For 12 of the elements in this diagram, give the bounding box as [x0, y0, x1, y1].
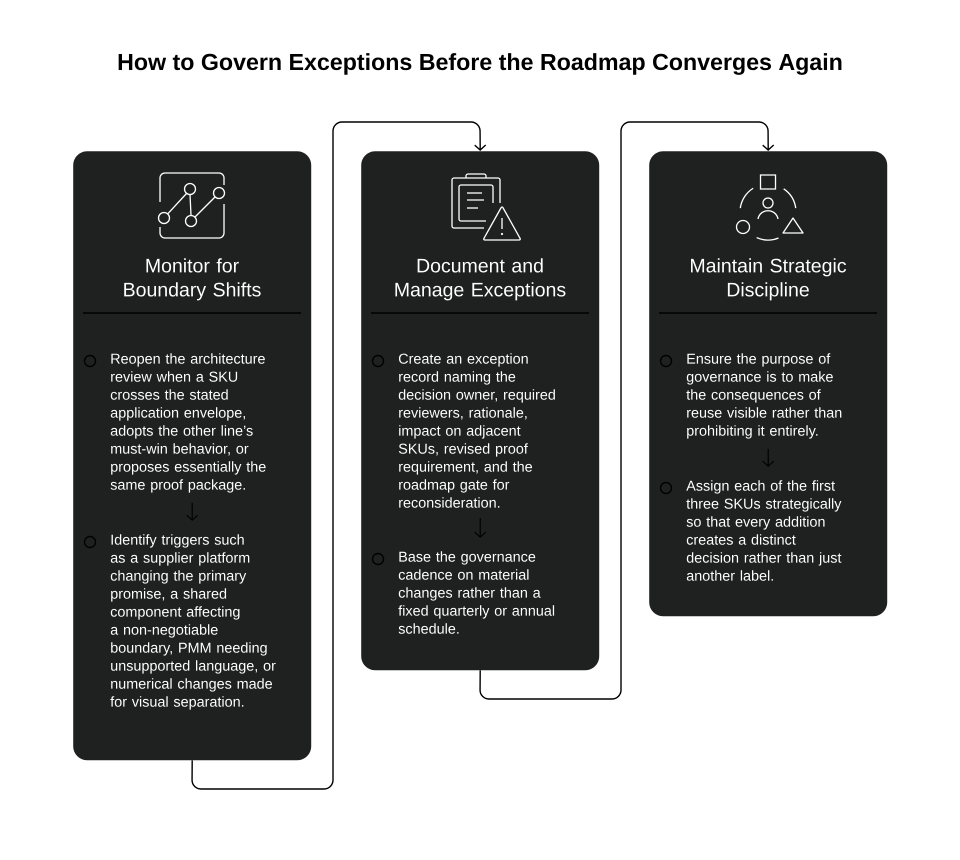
bullet-text: Ensure the purpose of governance is to make the consequences of reuse visible rather than prohibiting it entirely. [686, 353, 842, 439]
arrow [186, 502, 198, 521]
arrow [762, 448, 774, 467]
bullet-text: Base the governance cadence on material changes rather than a fixed quarterly or annual schedule. [398, 551, 554, 634]
bullet-text: Create an exception record naming the decision owner, required reviewers, rationale, impact on adjacent SKUs, revised proof requirement, and the roadmap gate for reconsideration. [398, 353, 555, 508]
title: How to Govern Exceptions Before the Roadmap Converges Again [118, 53, 842, 75]
bullet-text: Identify triggers such as a supplier platform changing the primary promise, a shared component affecting a non-negotiable boundary, PMM needing unsupported language, or numerical changes made for visual separation. [110, 534, 276, 710]
arrow [479, 121, 774, 700]
bullet-text: Assign each of the first three SKUs strategically so that every addition creates a distinct decision rather than just another label. [686, 480, 842, 581]
arrow [191, 121, 486, 790]
arrow [474, 518, 486, 538]
bullet-text: Reopen the architecture review when a SKU crosses the stated application envelope, adopts the other line’s must-win behavior, or proposes essentially the same proof package. [110, 353, 266, 493]
